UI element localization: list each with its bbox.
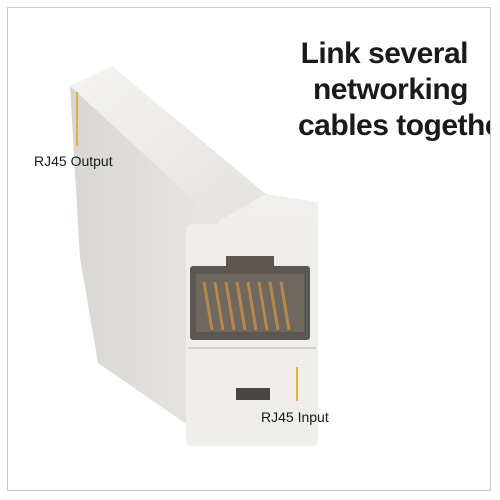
rj45-output-label: RJ45 Output bbox=[34, 153, 113, 169]
rj45-input-label: RJ45 Input bbox=[261, 409, 329, 425]
headline-line-3: cables together bbox=[298, 109, 491, 142]
headline-line-2: networking bbox=[312, 73, 469, 106]
headline-line-1: Link several bbox=[300, 37, 469, 70]
rj45-jack-latch-notch bbox=[226, 256, 274, 266]
headline: Link several networking cables together bbox=[298, 36, 491, 144]
coupler-side-face bbox=[70, 86, 218, 446]
image-frame: Link several networking cables together … bbox=[7, 7, 491, 491]
input-leader-line bbox=[296, 367, 298, 401]
coupler-bottom-slot bbox=[236, 388, 270, 400]
rj45-coupler-image bbox=[70, 66, 318, 446]
coupler-top-face bbox=[70, 66, 266, 222]
rj45-contacts bbox=[202, 281, 291, 331]
output-leader-line bbox=[76, 92, 78, 146]
